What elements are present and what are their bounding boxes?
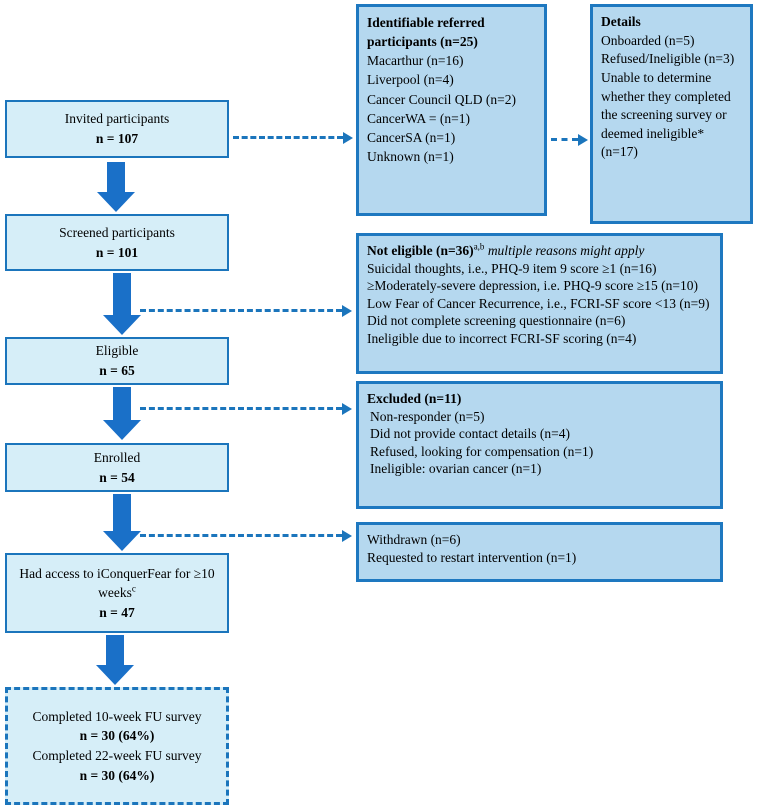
arrow-invited-to-screened	[97, 162, 135, 212]
referred-title: Identifiable referred participants (n=25…	[367, 15, 485, 50]
dashed-arrow-to-not-eligible	[140, 304, 352, 317]
referred-item: Cancer Council QLD (n=2)	[367, 91, 516, 107]
details-title: Details	[601, 14, 641, 29]
referred-item: Macarthur (n=16)	[367, 53, 464, 69]
referred-item: CancerSA (n=1)	[367, 129, 456, 145]
referred-item: Unknown (n=1)	[367, 149, 454, 165]
completed-22wk-label: Completed 22-week FU survey	[32, 748, 202, 763]
not-eligible-title-bold: Not eligible (n=36)	[367, 243, 474, 258]
arrow-head-icon	[342, 304, 352, 317]
arrow-head-icon	[342, 529, 352, 542]
arrow-enrolled-to-had-access	[103, 494, 141, 551]
referred-item: CancerWA = (n=1)	[367, 110, 470, 126]
flow-box-invited: Invited participants n = 107	[5, 100, 229, 158]
dashed-line	[140, 407, 342, 410]
dashed-line	[233, 136, 343, 139]
withdrawn-item: Withdrawn (n=6)	[367, 532, 461, 547]
not-eligible-title-italic: multiple reasons might apply	[484, 243, 645, 258]
info-box-excluded: Excluded (n=11) Non-responder (n=5) Did …	[356, 381, 723, 509]
flow-box-screened-label: Screened participants	[59, 224, 175, 240]
arrow-stem	[113, 273, 131, 315]
excluded-item: Ineligible: ovarian cancer (n=1)	[370, 461, 542, 477]
completed-10wk-n: n = 30 (64%)	[79, 728, 155, 744]
dashed-line	[551, 138, 578, 141]
info-box-withdrawn: Withdrawn (n=6) Requested to restart int…	[356, 522, 723, 582]
dashed-arrow-invited-to-referred	[233, 131, 353, 144]
details-item: Onboarded (n=5)	[601, 32, 695, 48]
arrow-stem	[113, 387, 131, 420]
had-access-text: Had access to iConquerFear for ≥10 weeks	[19, 565, 215, 601]
flow-box-invited-n: n = 107	[95, 131, 139, 146]
arrow-stem	[106, 635, 124, 665]
flow-box-enrolled-n: n = 54	[99, 469, 135, 485]
info-box-referred: Identifiable referred participants (n=25…	[356, 4, 547, 216]
flow-box-eligible: Eligible n = 65	[5, 337, 229, 385]
flow-box-screened-n: n = 101	[95, 244, 139, 260]
arrow-head-icon	[343, 131, 353, 144]
arrow-head-icon	[103, 315, 141, 335]
not-eligible-item: Ineligible due to incorrect FCRI-SF scor…	[367, 330, 637, 346]
arrow-head-icon	[103, 531, 141, 551]
dashed-arrow-to-withdrawn	[140, 529, 352, 542]
flow-box-had-access-n: n = 47	[99, 604, 135, 620]
excluded-item: Did not provide contact details (n=4)	[370, 426, 570, 442]
info-box-details: Details Onboarded (n=5) Refused/Ineligib…	[590, 4, 753, 224]
details-item: Unable to determine whether they complet…	[601, 69, 731, 160]
flow-box-enrolled: Enrolled n = 54	[5, 443, 229, 492]
flow-box-eligible-label: Eligible	[95, 343, 139, 359]
completed-10wk-label: Completed 10-week FU survey	[32, 708, 202, 724]
not-eligible-item: Low Fear of Cancer Recurrence, i.e., FCR…	[367, 295, 710, 311]
arrow-had-access-to-completed	[96, 635, 134, 685]
flow-box-enrolled-label: Enrolled	[93, 449, 141, 465]
flow-box-had-access: Had access to iConquerFear for ≥10 weeks…	[5, 553, 229, 633]
flow-box-eligible-n: n = 65	[99, 363, 135, 378]
excluded-item: Refused, looking for compensation (n=1)	[370, 443, 594, 459]
not-eligible-item: Did not complete screening questionnaire…	[367, 313, 626, 329]
flow-box-screened: Screened participants n = 101	[5, 214, 229, 271]
details-item: Refused/Ineligible (n=3)	[601, 51, 735, 67]
not-eligible-item: Suicidal thoughts, i.e., PHQ-9 item 9 sc…	[367, 260, 657, 276]
referred-item: Liverpool (n=4)	[367, 72, 454, 88]
arrow-eligible-to-enrolled	[103, 387, 141, 440]
info-box-not-eligible: Not eligible (n=36)a,b multiple reasons …	[356, 233, 723, 374]
not-eligible-title: Not eligible (n=36)a,b multiple reasons …	[367, 242, 712, 260]
arrow-stem	[113, 494, 131, 531]
excluded-title: Excluded (n=11)	[367, 391, 462, 406]
arrow-head-icon	[578, 133, 588, 146]
had-access-footnote-sup: c	[131, 583, 136, 594]
excluded-item: Non-responder (n=5)	[370, 408, 485, 424]
not-eligible-title-sup: a,b	[473, 241, 485, 252]
withdrawn-item: Requested to restart intervention (n=1)	[367, 549, 577, 565]
not-eligible-item: ≥Moderately-severe depression, i.e. PHQ-…	[367, 278, 698, 294]
arrow-head-icon	[96, 665, 134, 685]
completed-22wk-n: n = 30 (64%)	[79, 767, 155, 783]
arrow-head-icon	[342, 402, 352, 415]
arrow-stem	[107, 162, 125, 192]
arrow-head-icon	[97, 192, 135, 212]
arrow-screened-to-eligible	[103, 273, 141, 335]
dashed-arrow-referred-to-details	[551, 133, 588, 146]
dashed-line	[140, 309, 342, 312]
flow-box-completed: Completed 10-week FU survey n = 30 (64%)…	[5, 687, 229, 805]
arrow-head-icon	[103, 420, 141, 440]
flow-box-had-access-label: Had access to iConquerFear for ≥10 weeks…	[17, 564, 217, 603]
dashed-line	[140, 534, 342, 537]
dashed-arrow-to-excluded	[140, 402, 352, 415]
flow-box-invited-label: Invited participants	[64, 111, 170, 127]
